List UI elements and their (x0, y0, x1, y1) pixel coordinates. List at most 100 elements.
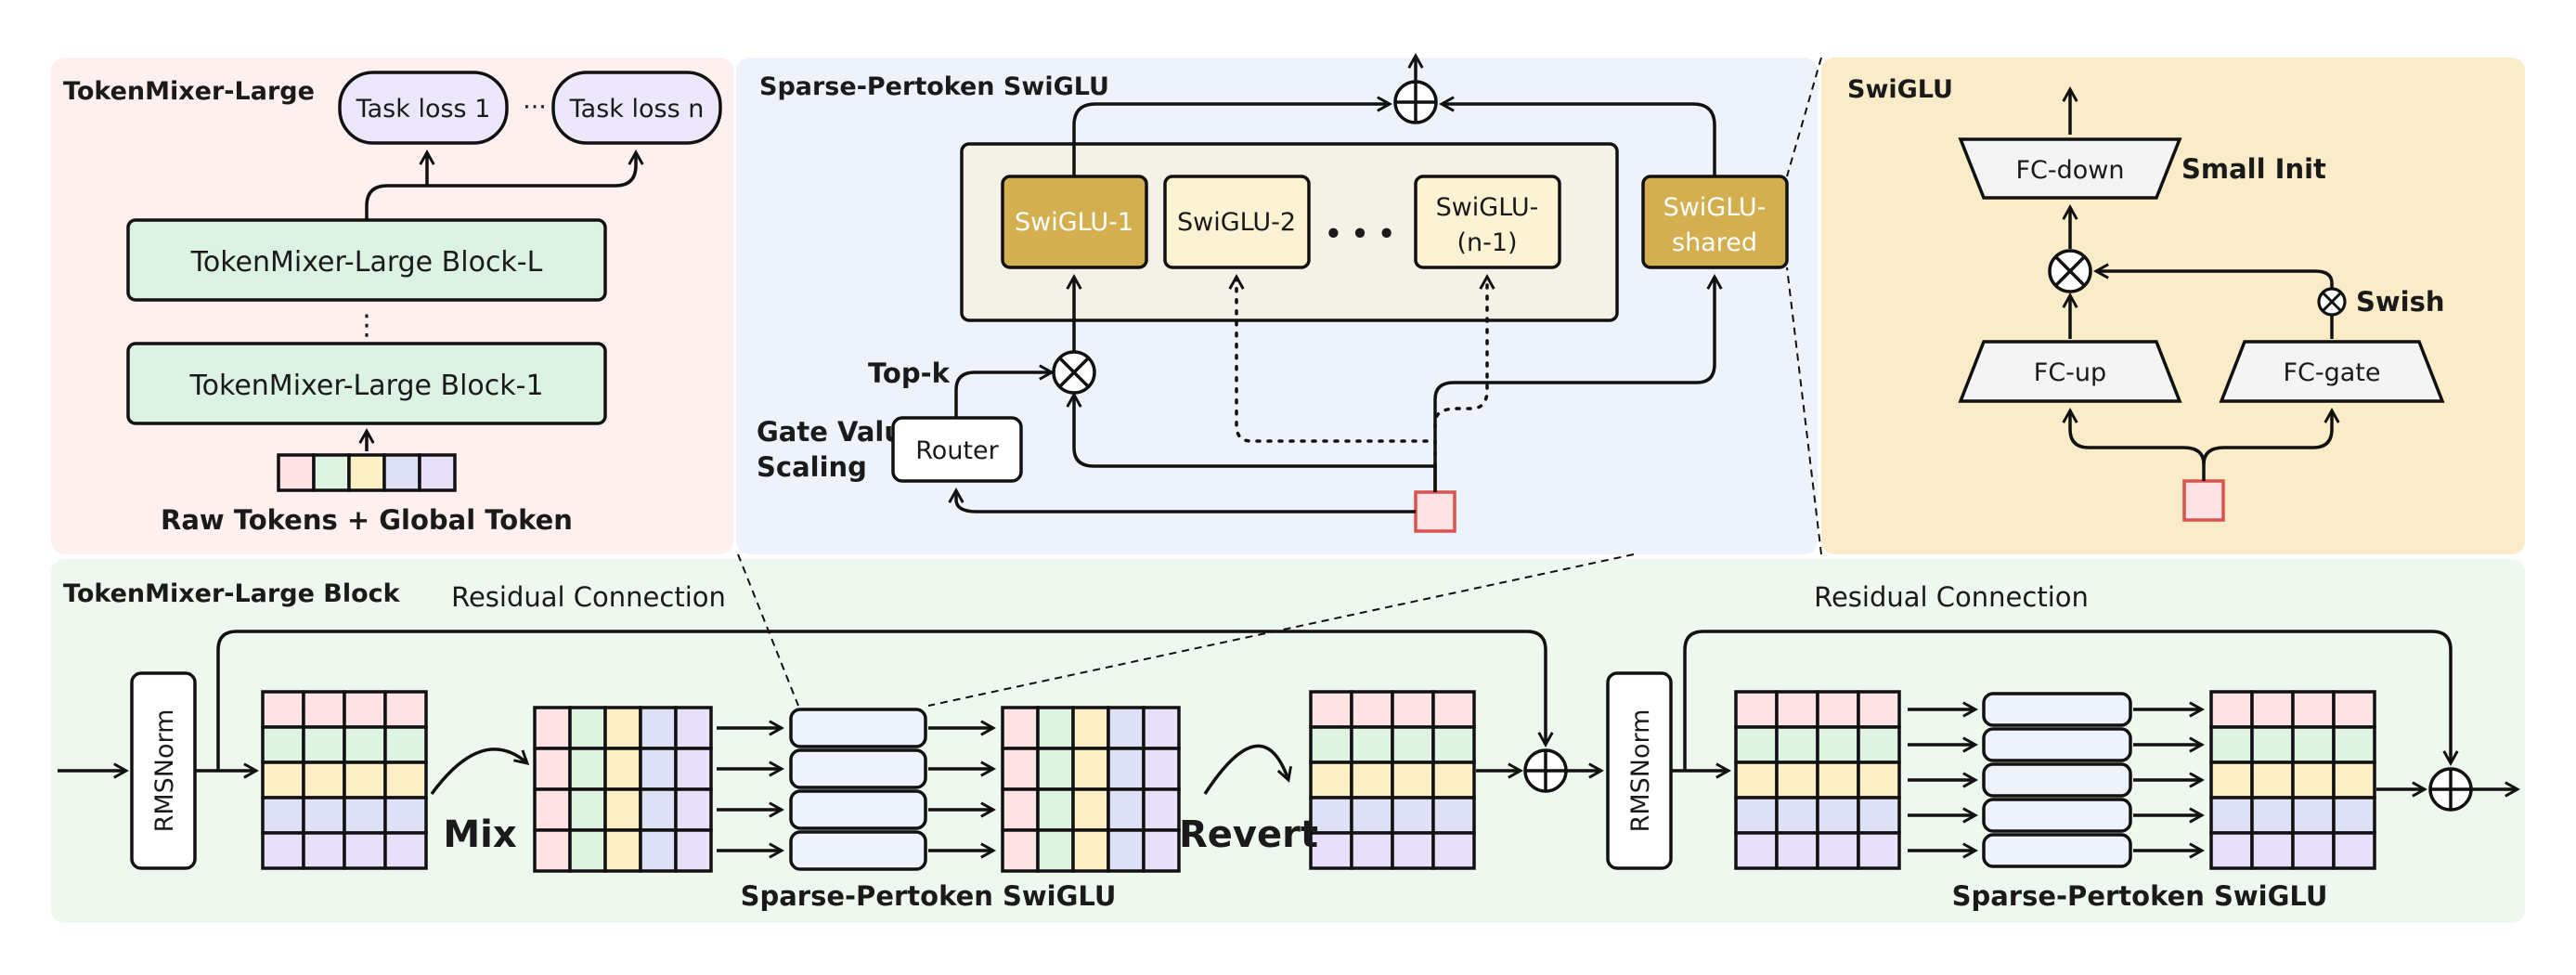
grid-cell (1001, 706, 1040, 750)
grid-cell (603, 787, 642, 832)
grid-cell (1107, 828, 1146, 873)
grid-cell (2250, 831, 2295, 870)
expert-1-to-sum (1072, 104, 1390, 176)
grid-cell (2291, 831, 2336, 870)
swiglu-title: SwiGLU (1847, 75, 1953, 104)
grid-cell (1071, 706, 1110, 750)
grid-cell (1142, 787, 1181, 832)
fc-gate-box (2219, 340, 2445, 403)
grid-cell (1107, 706, 1146, 750)
sparse-experts-stack-2 (1908, 692, 2202, 868)
grid-cell (639, 747, 678, 791)
grid-cell (533, 828, 572, 873)
fc-down-label: FC-down (2016, 156, 2125, 185)
swiglu-pill (789, 748, 927, 789)
grid-cell (1775, 725, 1819, 764)
grid-cell (533, 787, 572, 832)
grid-cell (302, 690, 346, 729)
token-to-shared (1433, 277, 1715, 492)
grid-cell (674, 787, 713, 832)
residual-label-2: Residual Connection (1814, 581, 2089, 613)
task-loss-1-box (338, 71, 509, 145)
grid-cell (383, 690, 428, 729)
swiglu-n1-label-line1: SwiGLU- (1436, 193, 1539, 222)
grid-cell (1391, 725, 1435, 764)
small-init-label: Small Init (2181, 153, 2326, 185)
rmsnorm-1-label: RMSNorm (150, 709, 179, 833)
zoom-line-swiglu-bottom (1786, 266, 1822, 555)
token-grid-reverted (1309, 690, 1476, 870)
grid-cell (302, 831, 346, 870)
grid-cell (383, 831, 428, 870)
tokenmixer-large-title: TokenMixer-Large (63, 77, 315, 106)
panel-tokenmixer-large (51, 58, 733, 554)
gate-multiply-x2 (1058, 357, 1090, 388)
grid-cell (1431, 796, 1476, 835)
input-token-square (1414, 490, 1456, 533)
grid-cell (568, 828, 607, 873)
swiglu-pill (789, 789, 927, 830)
grid-cell (1775, 831, 1819, 870)
grid-cell (2291, 725, 2336, 764)
grid-cell (2209, 725, 2254, 764)
swish-x2 (2322, 292, 2342, 312)
grid-cell (1391, 831, 1435, 870)
swiglu-pill (1982, 727, 2132, 762)
grid-cell (2250, 725, 2295, 764)
grid-cell (2332, 725, 2376, 764)
swiglu-pill (789, 708, 927, 748)
grid-cell (1036, 706, 1075, 750)
grid-cell (1391, 760, 1435, 800)
grid-cell (2250, 796, 2295, 835)
grid-cell (1775, 796, 1819, 835)
block-vdots: ⋮ (353, 309, 381, 342)
residual-path-2 (1683, 630, 2451, 771)
token-to-multiply (1074, 395, 1437, 492)
grid-cell (261, 831, 305, 870)
raw-tokens-label: Raw Tokens + Global Token (161, 504, 573, 536)
grid-cell (1142, 828, 1181, 873)
swiglu-input-to-fc-gate (2202, 410, 2332, 465)
task-loss-1-label: Task loss 1 (356, 95, 491, 124)
mix-label: Mix (443, 813, 517, 856)
grid-cell (1734, 725, 1779, 764)
swiglu-shared-label-line1: SwiGLU- (1663, 193, 1767, 222)
grid-cell (1001, 747, 1040, 791)
task-loss-ellipsis: ··· (523, 93, 547, 122)
grid-cell (639, 787, 678, 832)
token-grid-after-swiglu (1001, 706, 1181, 873)
grid-cell (1857, 760, 1901, 800)
grid-cell (1350, 760, 1394, 800)
grid-cell (1431, 760, 1476, 800)
grid-cell (639, 828, 678, 873)
swiglu-pill (1982, 833, 2132, 868)
grid-cell (2291, 690, 2336, 729)
grid-cell (2250, 760, 2295, 800)
swiglu-multiply-x2 (2054, 255, 2086, 287)
grid-cell (1816, 760, 1860, 800)
grid-cell (1036, 787, 1075, 832)
token-to-expert-n1-dotted (1433, 277, 1487, 429)
block-l-label: TokenMixer-Large Block-L (190, 246, 543, 279)
grid-cell (1309, 760, 1353, 800)
block-1-label: TokenMixer-Large Block-1 (188, 370, 543, 402)
swish-label: Swish (2356, 286, 2445, 318)
swiglu-input-token (2182, 479, 2225, 522)
grid-cell (1431, 725, 1476, 764)
grid-cell (1001, 828, 1040, 873)
token-grid-1 (261, 690, 428, 870)
revert-curve-arrow (1203, 744, 1288, 795)
grid-cell (568, 747, 607, 791)
grid-cell (2332, 831, 2376, 870)
token-to-expert-2-dotted (1236, 277, 1437, 468)
grid-cell (1816, 831, 1860, 870)
grid-cell (1350, 796, 1394, 835)
token-grid-2 (1734, 690, 1901, 870)
grid-cell (261, 725, 305, 764)
grid-cell (603, 828, 642, 873)
swiglu-2-label: SwiGLU-2 (1177, 208, 1296, 237)
swish-to-multiply (2096, 271, 2334, 289)
shared-to-sum (1442, 104, 1716, 176)
grid-cell (1350, 725, 1394, 764)
